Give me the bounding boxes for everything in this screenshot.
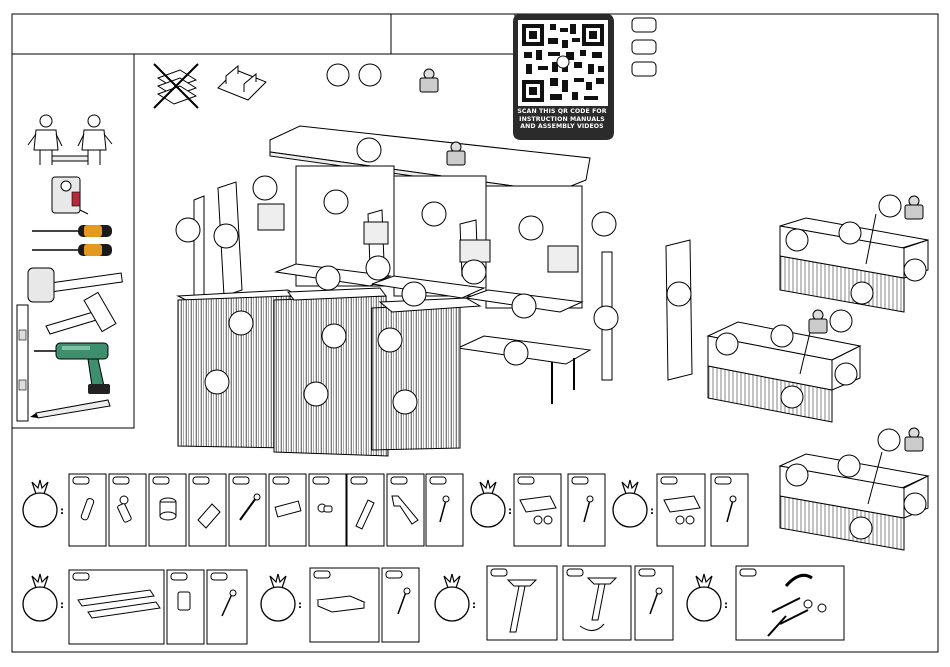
hardware-bag-7 xyxy=(736,566,844,640)
tape-measure-icon xyxy=(52,177,88,214)
phillips-screwdriver-icon xyxy=(32,244,112,256)
svg-text::: : xyxy=(724,600,728,611)
hardware-bag-3 xyxy=(657,474,748,546)
svg-text::: : xyxy=(650,506,654,517)
tools-panel xyxy=(12,54,134,428)
svg-text::: : xyxy=(298,600,302,611)
two-people-icon xyxy=(28,115,112,165)
qr-caption: SCAN THIS QR CODE FOR INSTRUCTION MANUAL… xyxy=(514,108,610,131)
allen-key-icon xyxy=(46,292,116,334)
hardware-bag-icon xyxy=(23,480,57,527)
pencil-icon xyxy=(30,400,110,418)
hardware-bag-1 xyxy=(69,474,463,546)
language-box xyxy=(632,62,656,76)
hardware-bag-icon xyxy=(613,480,647,527)
drill-icon xyxy=(34,343,110,394)
do-not-stack-flat-icon xyxy=(154,64,198,108)
hardware-bag-icon xyxy=(261,574,295,621)
hammer-icon xyxy=(28,268,122,302)
svg-text::: : xyxy=(60,506,64,517)
hardware-bag-2 xyxy=(514,474,605,546)
hardware-bag-5 xyxy=(310,568,419,642)
language-box xyxy=(632,40,656,54)
weight-icon xyxy=(905,428,923,451)
hardware-bag-icon xyxy=(23,574,57,621)
stack-upright-icon xyxy=(218,66,266,100)
article-number-box xyxy=(391,14,515,54)
weight-icon xyxy=(809,310,827,333)
title-box xyxy=(12,14,391,54)
callout-circle xyxy=(359,64,381,86)
svg-text::: : xyxy=(508,506,512,517)
hardware-bag-icon xyxy=(687,574,721,621)
hardware-bag-icon xyxy=(471,480,505,527)
hardware-bag-6 xyxy=(487,566,673,640)
hardware-bag-4 xyxy=(69,570,247,644)
language-box xyxy=(632,18,656,32)
weight-icon xyxy=(420,69,438,92)
weight-icon xyxy=(905,196,923,219)
page-frame xyxy=(12,14,938,652)
svg-text::: : xyxy=(60,600,64,611)
level-icon xyxy=(17,305,28,421)
callout-circle xyxy=(327,64,349,86)
cabinet-exploded-view xyxy=(178,126,692,456)
flat-screwdriver-icon xyxy=(32,225,112,237)
svg-text::: : xyxy=(472,600,476,611)
hardware-bag-icon xyxy=(435,574,469,621)
